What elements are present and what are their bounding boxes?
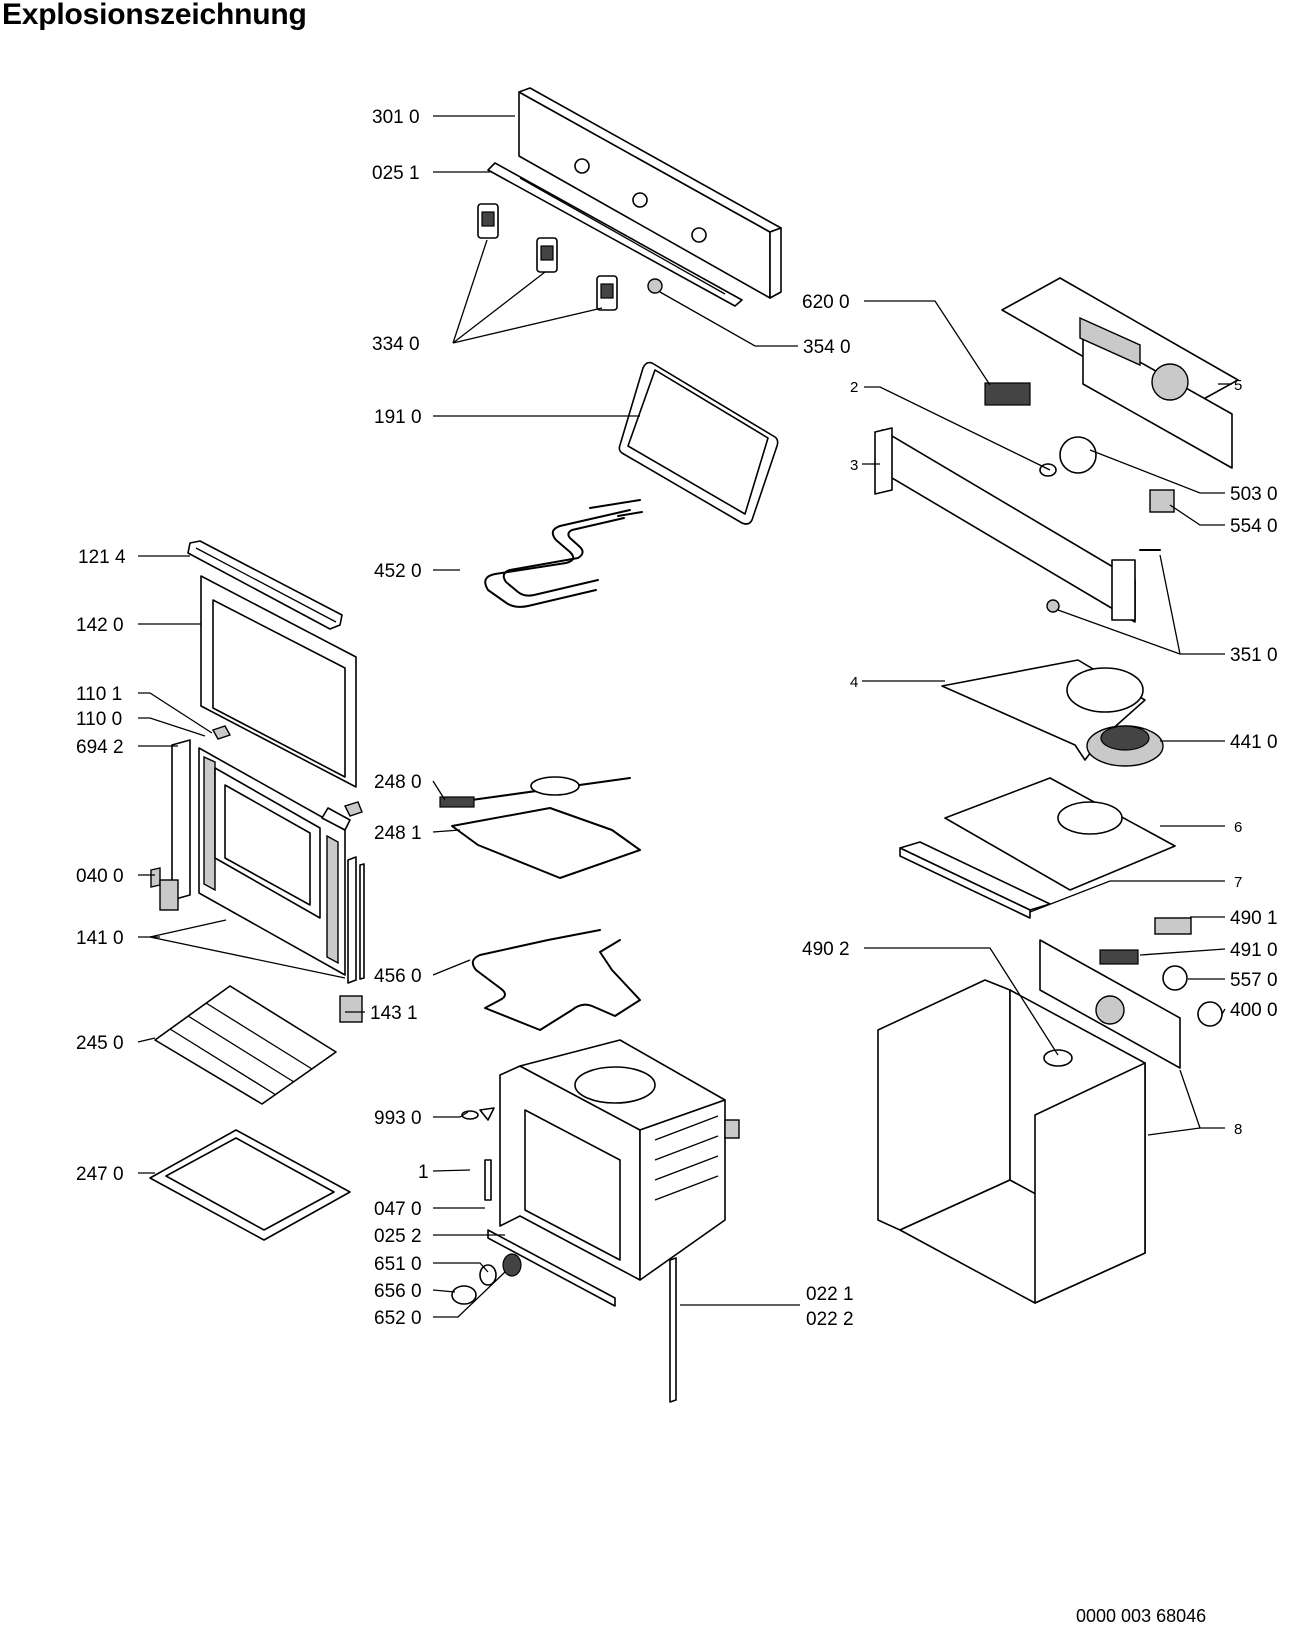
door-gasket-part <box>618 361 779 525</box>
label-456-0: 456 0 <box>374 966 422 987</box>
label-1: 1 <box>418 1162 429 1183</box>
ring-part <box>1043 1049 1073 1067</box>
label-141-0: 141 0 <box>76 928 124 949</box>
label-351-0: 351 0 <box>1230 645 1278 666</box>
knob-parts <box>477 203 663 311</box>
lamp-parts <box>451 1253 522 1305</box>
front-frame-part <box>874 427 1136 623</box>
label-491-0: 491 0 <box>1230 940 1278 961</box>
label-191-0: 191 0 <box>374 407 422 428</box>
small-bracket-parts <box>461 1107 495 1201</box>
label-110-1: 110 1 <box>76 684 122 705</box>
rotisserie-spit-part <box>439 776 631 808</box>
label-490-2: 490 2 <box>802 939 850 960</box>
label-3: 3 <box>850 457 858 474</box>
fan-motor-part <box>1086 725 1164 767</box>
rear-panel-part <box>944 777 1176 891</box>
label-8: 8 <box>1234 1121 1242 1138</box>
outer-glass-part <box>200 575 357 788</box>
label-025-1: 025 1 <box>372 163 420 184</box>
label-025-2: 025 2 <box>374 1226 422 1247</box>
label-022-2: 022 2 <box>806 1309 854 1330</box>
document-number: 0000 003 68046 <box>1076 1606 1207 1626</box>
outer-casing-part <box>877 979 1146 1304</box>
label-993-0: 993 0 <box>374 1108 422 1129</box>
label-245-0: 245 0 <box>76 1033 124 1054</box>
baking-tray-part <box>149 1129 351 1241</box>
wire-shelf-part <box>451 807 641 879</box>
label-652-0: 652 0 <box>374 1308 422 1329</box>
side-runner-part <box>669 1257 677 1403</box>
label-248-0: 248 0 <box>374 772 422 793</box>
label-651-0: 651 0 <box>374 1254 422 1275</box>
label-620-0: 620 0 <box>802 292 850 313</box>
label-452-0: 452 0 <box>374 561 422 582</box>
label-4: 4 <box>850 674 858 691</box>
oven-cavity-part <box>499 1039 740 1281</box>
label-334-0: 334 0 <box>372 334 420 355</box>
part-number-labels: 301 0 025 1 334 0 354 0 191 0 452 0 121 … <box>76 107 1278 1330</box>
hinge-clip-parts <box>211 725 363 817</box>
label-554-0: 554 0 <box>1230 516 1278 537</box>
label-301-0: 301 0 <box>372 107 420 128</box>
label-400-0: 400 0 <box>1230 1000 1278 1021</box>
label-142-0: 142 0 <box>76 615 124 636</box>
page-title: Explosionszeichnung <box>2 0 307 31</box>
rear-control-module-part <box>1001 277 1239 469</box>
label-441-0: 441 0 <box>1230 732 1278 753</box>
label-110-0: 110 0 <box>76 709 122 730</box>
bottom-element-part <box>471 929 641 1031</box>
hinge-parts <box>159 879 363 1023</box>
label-022-1: 022 1 <box>806 1284 854 1305</box>
label-5: 5 <box>1234 377 1242 394</box>
label-2: 2 <box>850 379 858 396</box>
label-248-1: 248 1 <box>374 823 422 844</box>
label-503-0: 503 0 <box>1230 484 1278 505</box>
motor-knob-parts <box>1039 436 1175 613</box>
door-frame-part <box>171 739 351 976</box>
label-7: 7 <box>1234 874 1242 891</box>
door-side-profile-parts <box>150 856 365 984</box>
grill-element-part <box>484 499 643 608</box>
top-panel-part <box>899 841 1051 919</box>
label-247-0: 247 0 <box>76 1164 124 1185</box>
label-143-1: 143 1 <box>370 1003 418 1024</box>
selector-switch-part <box>984 382 1031 406</box>
electrical-parts <box>1039 917 1223 1069</box>
label-6: 6 <box>1234 819 1242 836</box>
label-121-4: 121 4 <box>78 547 126 568</box>
label-557-0: 557 0 <box>1230 970 1278 991</box>
label-040-0: 040 0 <box>76 866 124 887</box>
wire-rack-part <box>154 985 337 1105</box>
label-354-0: 354 0 <box>803 337 851 358</box>
panel-rail-part <box>487 162 743 307</box>
leader-lines <box>137 115 1232 1318</box>
label-694-2: 694 2 <box>76 737 124 758</box>
control-panel-part <box>518 87 782 299</box>
label-656-0: 656 0 <box>374 1281 422 1302</box>
door-handle-part <box>187 540 343 630</box>
label-490-1: 490 1 <box>1230 908 1278 929</box>
label-047-0: 047 0 <box>374 1199 422 1220</box>
